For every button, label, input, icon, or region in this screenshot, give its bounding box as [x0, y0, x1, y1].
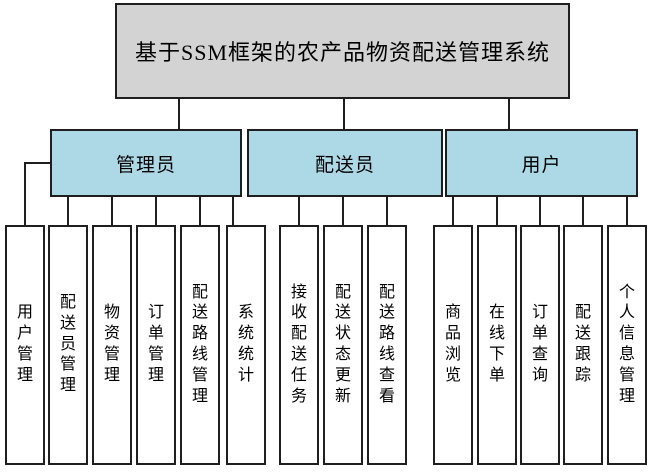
- connector-admin-system-stats: [232, 197, 234, 225]
- leaf-label: 配送员管理: [60, 294, 77, 395]
- connector-user-personal-info: [626, 197, 628, 225]
- root-node-label: 基于SSM框架的农产品物资配送管理系统: [134, 40, 551, 65]
- leaf-node-delivery-route-view: 配送路线查看: [367, 225, 407, 465]
- leaf-node-order-management: 订单管理: [136, 225, 176, 465]
- leaf-node-delivery-tracking: 配送跟踪: [563, 225, 603, 465]
- leaf-label: 接收配送任务: [291, 283, 308, 405]
- connector-user-product-browse: [452, 197, 454, 225]
- connector-admin-user-mgmt-vertical: [24, 162, 26, 225]
- leaf-node-goods-management: 物资管理: [92, 225, 132, 465]
- connector-root-admin: [178, 99, 180, 129]
- leaf-node-product-browse: 商品浏览: [433, 225, 473, 465]
- role-node-user: 用户: [445, 129, 638, 197]
- leaf-node-receive-delivery-task: 接收配送任务: [279, 225, 319, 465]
- leaf-label: 在线下单: [489, 304, 506, 384]
- leaf-node-system-statistics: 系统统计: [226, 225, 266, 465]
- connector-admin-courier-mgmt: [67, 197, 69, 225]
- leaf-node-online-order: 在线下单: [477, 225, 517, 465]
- leaf-node-user-management: 用户管理: [5, 225, 45, 465]
- leaf-node-delivery-route-management: 配送路线管理: [180, 225, 220, 465]
- leaf-node-order-query: 订单查询: [520, 225, 560, 465]
- leaf-label: 配送跟踪: [575, 304, 592, 384]
- connector-admin-route-mgmt: [199, 197, 201, 225]
- connector-user-online-order: [496, 197, 498, 225]
- connector-user-delivery-tracking: [582, 197, 584, 225]
- leaf-label: 配送状态更新: [335, 283, 352, 405]
- leaf-label: 用户管理: [17, 304, 34, 384]
- leaf-label: 物资管理: [104, 304, 121, 384]
- connector-root-user: [508, 99, 510, 129]
- connector-root-courier: [343, 99, 345, 129]
- root-node-system-title: 基于SSM框架的农产品物资配送管理系统: [115, 3, 570, 99]
- leaf-node-personal-info-management: 个人信息管理: [607, 225, 647, 465]
- leaf-label: 订单查询: [532, 304, 549, 384]
- role-admin-label: 管理员: [115, 154, 176, 176]
- leaf-label: 配送路线管理: [192, 283, 209, 405]
- connector-admin-order-mgmt: [155, 197, 157, 225]
- role-node-admin: 管理员: [50, 129, 242, 197]
- connector-courier-route-view: [386, 197, 388, 225]
- leaf-label: 系统统计: [238, 304, 255, 384]
- connector-courier-receive-task: [298, 197, 300, 225]
- connector-admin-user-mgmt-horizontal: [24, 162, 50, 164]
- leaf-label: 商品浏览: [445, 304, 462, 384]
- leaf-label: 配送路线查看: [379, 283, 396, 405]
- leaf-node-delivery-status-update: 配送状态更新: [323, 225, 363, 465]
- leaf-node-courier-management: 配送员管理: [48, 225, 88, 465]
- role-node-courier: 配送员: [247, 129, 443, 197]
- role-courier-label: 配送员: [314, 154, 375, 176]
- connector-courier-status-update: [342, 197, 344, 225]
- connector-admin-goods-mgmt: [111, 197, 113, 225]
- role-user-label: 用户: [521, 154, 562, 176]
- leaf-label: 个人信息管理: [619, 283, 636, 405]
- connector-user-order-query: [539, 197, 541, 225]
- leaf-label: 订单管理: [148, 304, 165, 384]
